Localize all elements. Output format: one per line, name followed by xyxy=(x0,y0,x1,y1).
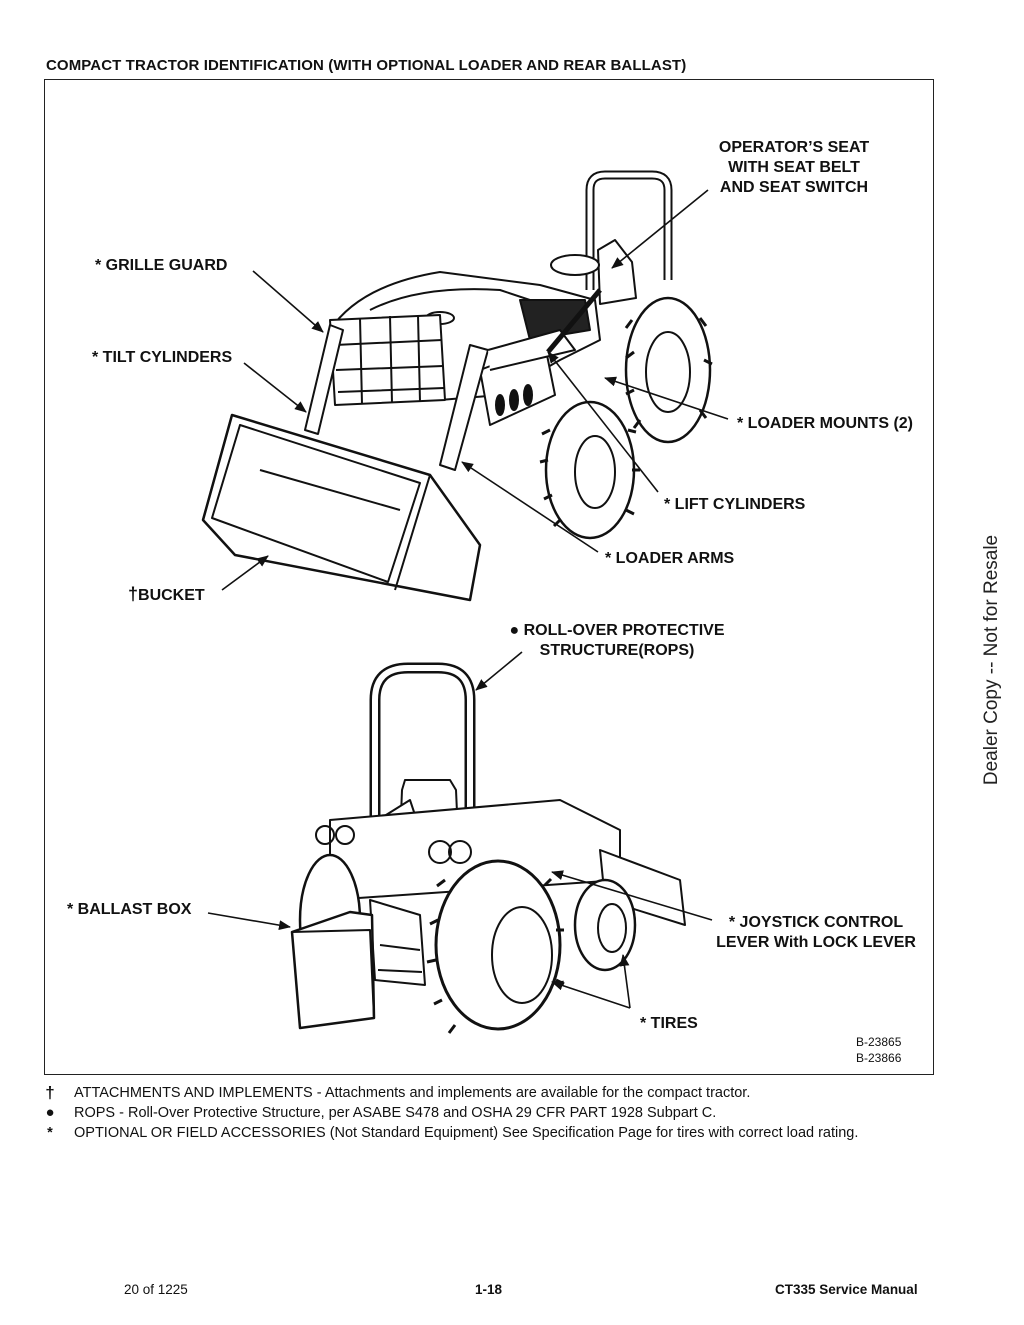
footnote-item: ● ROPS - Roll-Over Protective Structure,… xyxy=(45,1104,717,1121)
leader-loader-mounts xyxy=(604,376,729,420)
dagger-symbol: † xyxy=(128,584,139,604)
label-loader-arms: * LOADER ARMS xyxy=(605,550,735,567)
label-ballast-box: * BALLAST BOX xyxy=(67,901,192,918)
label-rops: ● ROLL-OVER PROTECTIVE STRUCTURE(ROPS) xyxy=(509,622,725,659)
leader-lines xyxy=(207,189,729,1009)
leader-tires-1 xyxy=(551,980,631,1009)
label-bucket: †BUCKET xyxy=(128,584,205,604)
label-tilt-cylinders: * TILT CYLINDERS xyxy=(92,349,233,366)
leader-loader-arms xyxy=(461,461,599,553)
leader-operator-seat xyxy=(611,189,709,269)
leader-tilt-cylinders xyxy=(243,362,307,413)
footnote-item: * OPTIONAL OR FIELD ACCESSORIES (Not Sta… xyxy=(47,1125,859,1141)
footnotes: † ATTACHMENTS AND IMPLEMENTS - Attachmen… xyxy=(44,1083,944,1143)
leader-bucket xyxy=(221,555,269,591)
illustration-frame xyxy=(44,79,934,1075)
manual-name: CT335 Service Manual xyxy=(775,1282,918,1297)
label-tires: * TIRES xyxy=(640,1015,698,1032)
leader-ballast-box xyxy=(207,912,291,931)
page-number: 1-18 xyxy=(475,1282,503,1297)
page-count: 20 of 1225 xyxy=(124,1282,188,1297)
label-grille-guard: * GRILLE GUARD xyxy=(95,257,228,274)
label-joystick: * JOYSTICK CONTROL LEVER With LOCK LEVER xyxy=(716,914,916,951)
leader-grille-guard xyxy=(252,270,324,333)
leader-joystick xyxy=(551,870,713,921)
label-lift-cylinders: * LIFT CYLINDERS xyxy=(664,496,806,513)
leader-tires-2 xyxy=(619,954,631,1009)
figure-numbers: B-23865 B-23866 xyxy=(856,1035,902,1065)
leader-rops xyxy=(475,651,523,691)
leader-lift-cylinders xyxy=(547,351,659,493)
footnote-item: † ATTACHMENTS AND IMPLEMENTS - Attachmen… xyxy=(45,1083,751,1102)
page-title: COMPACT TRACTOR IDENTIFICATION (WITH OPT… xyxy=(46,57,687,74)
watermark-side-text: Dealer Copy -- Not for Resale xyxy=(981,534,1002,786)
label-loader-mounts: * LOADER MOUNTS (2) xyxy=(737,415,913,432)
rear-ballast-tractor-drawing xyxy=(290,662,686,1034)
label-operator-seat: OPERATOR’S SEAT WITH SEAT BELT AND SEAT … xyxy=(718,139,870,196)
